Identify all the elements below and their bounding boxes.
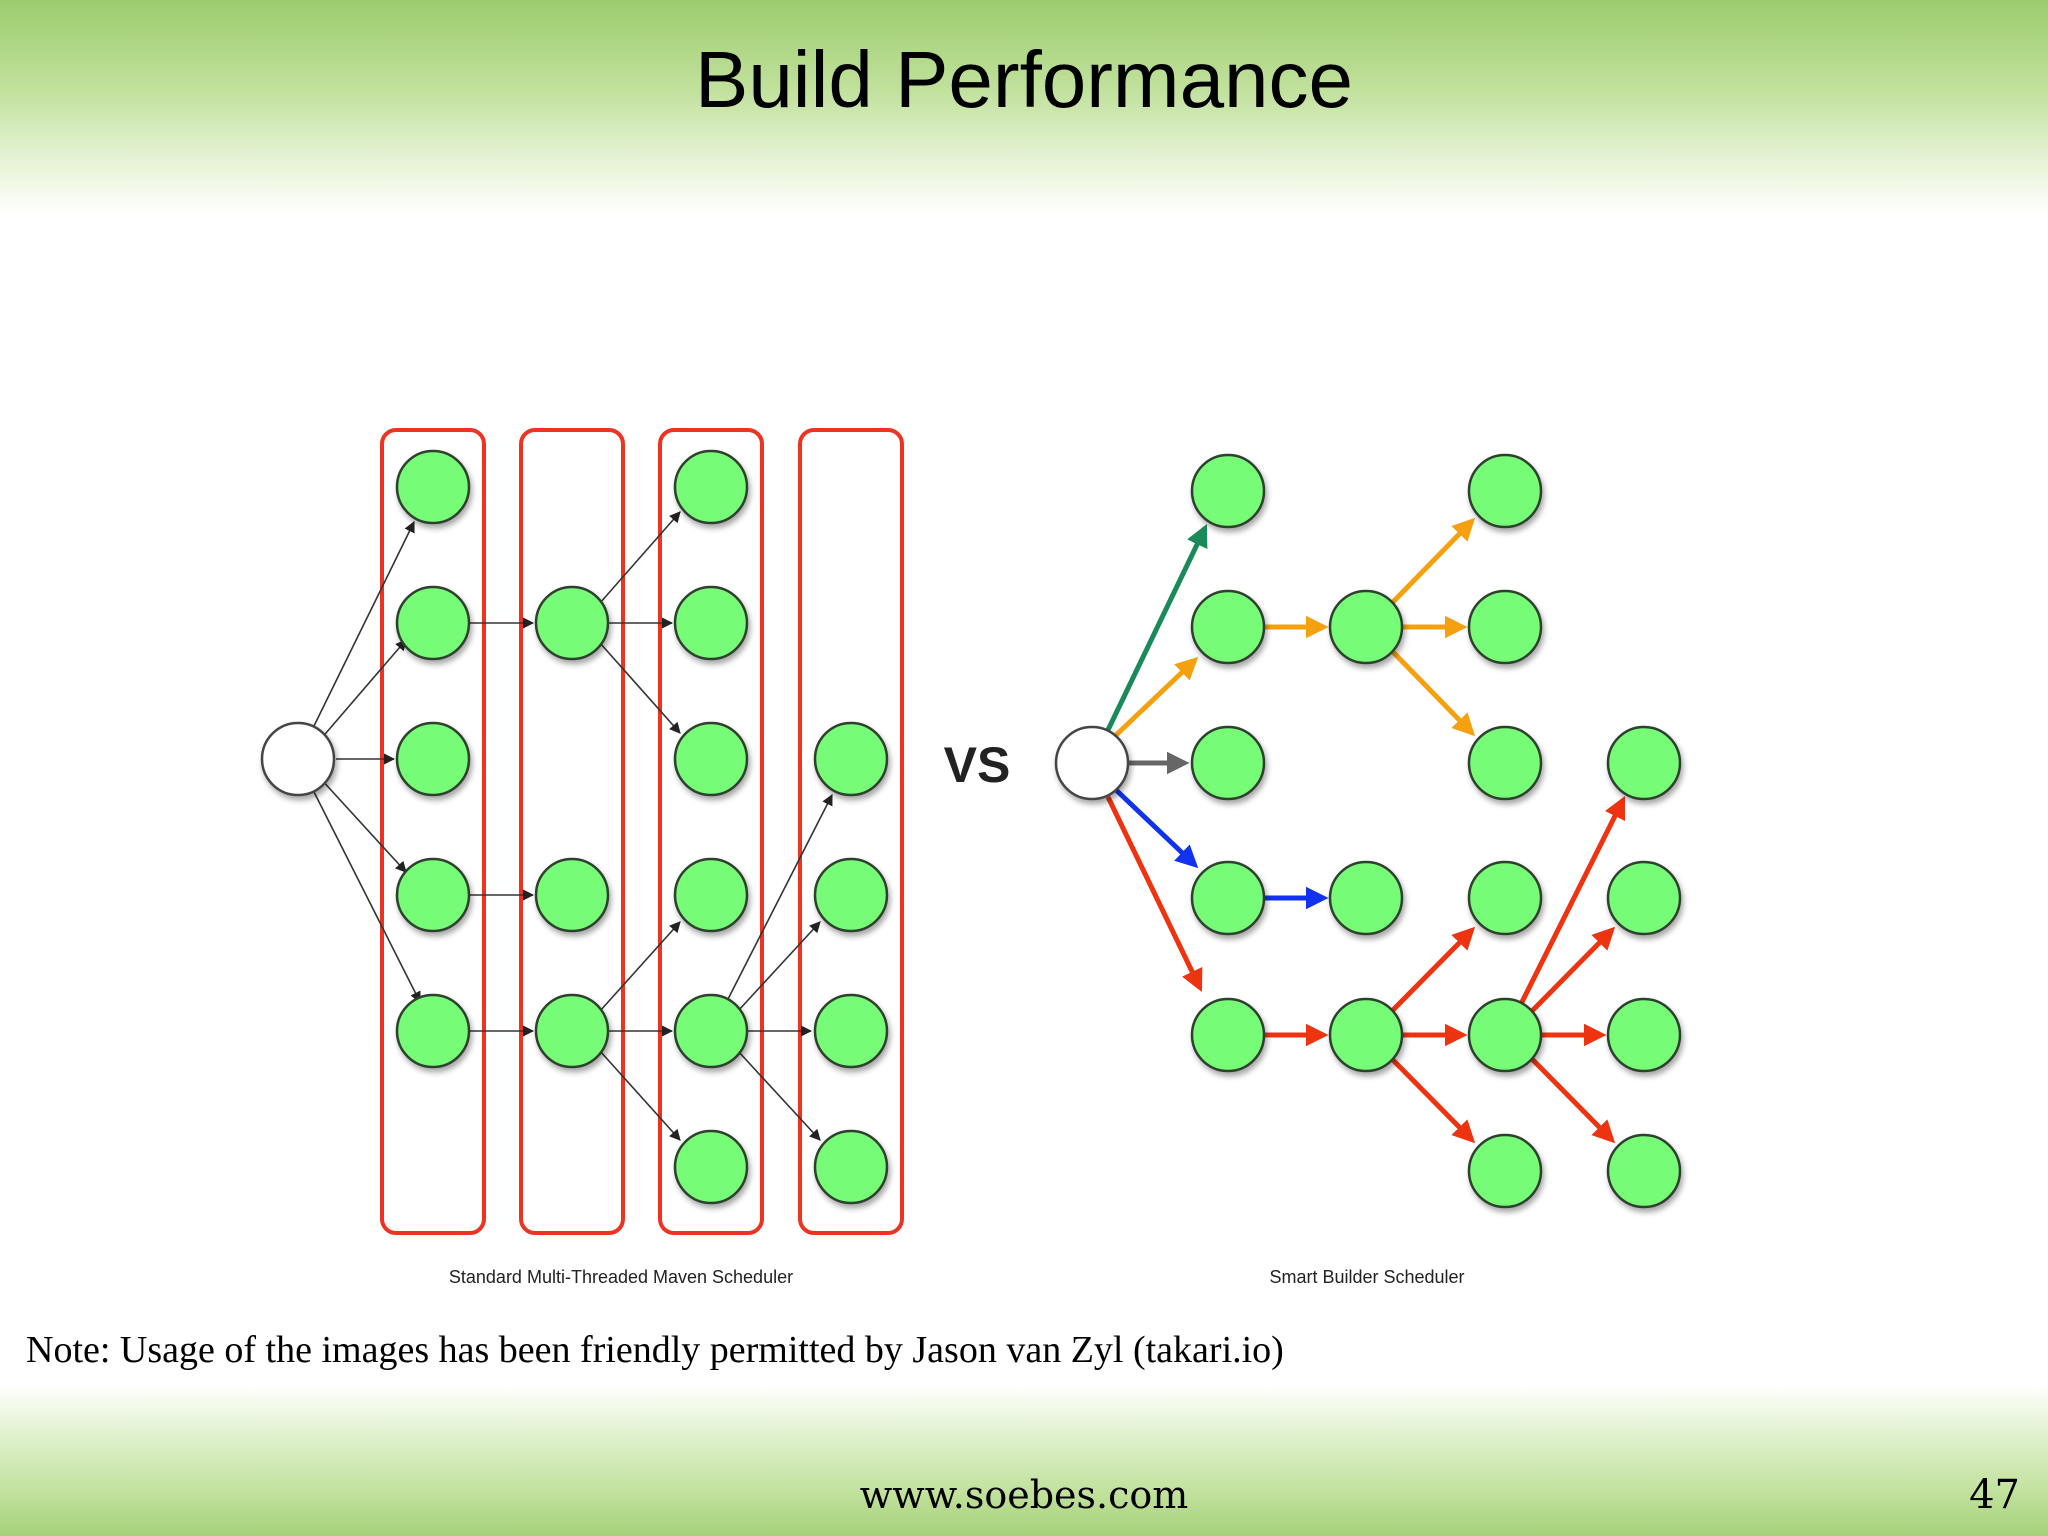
module-node — [1467, 997, 1543, 1073]
phase-box — [519, 428, 625, 1235]
module-node — [1467, 725, 1543, 801]
dependency-edge — [599, 511, 681, 604]
header-band — [0, 0, 2048, 215]
dependency-edge — [724, 794, 833, 1006]
module-node — [813, 857, 889, 933]
module-node — [1606, 997, 1682, 1073]
module-node — [395, 585, 471, 661]
green-dependency-edge — [1105, 523, 1208, 732]
root-module-node — [260, 721, 336, 797]
dependency-edge — [311, 787, 421, 1003]
smart-builder-diagram: Smart Builder Scheduler — [1054, 453, 1682, 1287]
module-node — [534, 993, 610, 1069]
right-diagram-caption: Smart Builder Scheduler — [1269, 1267, 1464, 1287]
module-node — [534, 585, 610, 661]
module-node — [1467, 589, 1543, 665]
module-node — [534, 857, 610, 933]
red-dependency-edge — [1530, 926, 1616, 1013]
phase-box — [658, 428, 764, 1235]
phase-box — [380, 428, 486, 1235]
root-module-node — [1054, 725, 1130, 801]
module-node — [395, 721, 471, 797]
dependency-edge — [319, 777, 407, 873]
module-node — [1190, 725, 1266, 801]
red-dependency-edge — [1530, 1057, 1616, 1144]
module-node — [395, 993, 471, 1069]
red-dependency-edge — [1390, 926, 1476, 1013]
slide-title: Build Performance — [694, 35, 1354, 124]
phase-box — [798, 428, 904, 1235]
module-node — [1190, 997, 1266, 1073]
vs-label: VS — [944, 737, 1011, 793]
module-node — [673, 449, 749, 525]
dependency-edge — [599, 1050, 681, 1141]
left-diagram-caption: Standard Multi-Threaded Maven Scheduler — [449, 1267, 793, 1287]
page-number: 47 — [1969, 1472, 2020, 1518]
module-node — [813, 993, 889, 1069]
standard-scheduler-diagram: Standard Multi-Threaded Maven Scheduler — [260, 428, 904, 1287]
orange-dependency-edge — [1112, 656, 1199, 739]
module-node — [813, 721, 889, 797]
module-node — [1467, 453, 1543, 529]
dependency-edge — [599, 642, 681, 734]
footer-band — [0, 1385, 2048, 1536]
module-node — [673, 585, 749, 661]
footer-url: www.soebes.com — [859, 1473, 1189, 1517]
module-node — [1467, 1133, 1543, 1209]
module-node — [1606, 860, 1682, 936]
image-permission-note: Note: Usage of the images has been frien… — [26, 1329, 1284, 1371]
red-dependency-edge — [1105, 795, 1203, 993]
module-node — [1190, 589, 1266, 665]
module-node — [673, 857, 749, 933]
red-dependency-edge — [1517, 795, 1626, 1008]
module-node — [395, 857, 471, 933]
dependency-edge — [319, 639, 407, 741]
dependency-edge — [311, 520, 415, 731]
module-node — [1328, 589, 1404, 665]
module-node — [673, 993, 749, 1069]
module-node — [1328, 860, 1404, 936]
module-node — [1190, 860, 1266, 936]
dependency-edge — [599, 921, 681, 1012]
module-node — [1190, 453, 1266, 529]
module-node — [1328, 997, 1404, 1073]
module-node — [813, 1129, 889, 1205]
orange-dependency-edge — [1390, 517, 1476, 605]
module-node — [673, 1129, 749, 1205]
orange-dependency-edge — [1390, 649, 1476, 737]
module-node — [1606, 1133, 1682, 1209]
dependency-edge — [737, 1050, 821, 1141]
module-node — [673, 721, 749, 797]
module-node — [1606, 725, 1682, 801]
module-node — [395, 449, 471, 525]
module-node — [1467, 860, 1543, 936]
red-dependency-edge — [1390, 1057, 1476, 1144]
blue-dependency-edge — [1112, 786, 1199, 869]
dependency-edge — [737, 921, 821, 1012]
